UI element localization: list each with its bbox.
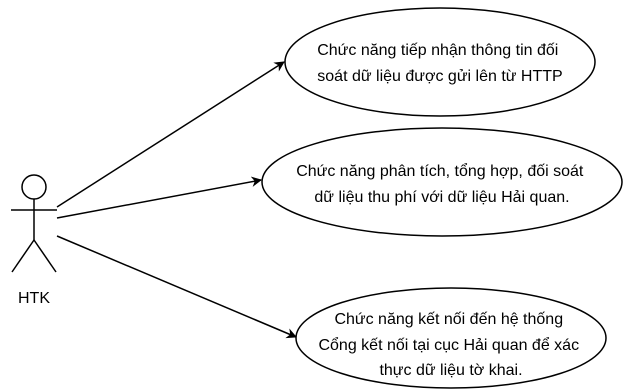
use-case-1-line-2: soát dữ liệu được gửi lên từ HTTP (317, 68, 562, 85)
use-case-2-line-2: dữ liệu thu phí với dữ liệu Hải quan. (314, 189, 569, 206)
use-case-3-line-2: Cổng kết nối tại cục Hải quan để xác (318, 336, 579, 354)
use-case-ellipse-1 (284, 7, 596, 117)
actor-label: HTK (18, 290, 50, 307)
association-arrow-1 (56, 61, 285, 208)
use-case-3-text: Chức năng kết nối đến hệ thống Cổng kết … (318, 311, 583, 379)
use-case-3: Chức năng kết nối đến hệ thống Cổng kết … (295, 287, 607, 389)
use-case-1: Chức năng tiếp nhận thông tin đối soát d… (284, 7, 596, 117)
use-case-ellipse-2 (261, 127, 623, 237)
use-case-1-text: Chức năng tiếp nhận thông tin đối soát d… (317, 42, 563, 85)
use-case-3-line-3: thực dữ liệu tờ khai. (379, 362, 522, 379)
association-arrow-3 (56, 235, 297, 339)
use-case-1-line-1: Chức năng tiếp nhận thông tin đối (317, 42, 558, 59)
actor-htk: HTK (11, 174, 57, 307)
use-case-2: Chức năng phân tích, tổng hợp, đối soát … (261, 127, 623, 237)
association-arrow-2 (56, 176, 263, 219)
actor-right-leg (33, 239, 57, 273)
use-case-2-text: Chức năng phân tích, tổng hợp, đối soát … (296, 162, 588, 206)
actor-left-leg (11, 239, 35, 273)
use-case-3-line-1: Chức năng kết nối đến hệ thống (334, 311, 563, 328)
actor-head (21, 174, 47, 200)
use-case-ellipse-3 (295, 287, 607, 389)
use-case-2-line-1: Chức năng phân tích, tổng hợp, đối soát (296, 162, 584, 180)
